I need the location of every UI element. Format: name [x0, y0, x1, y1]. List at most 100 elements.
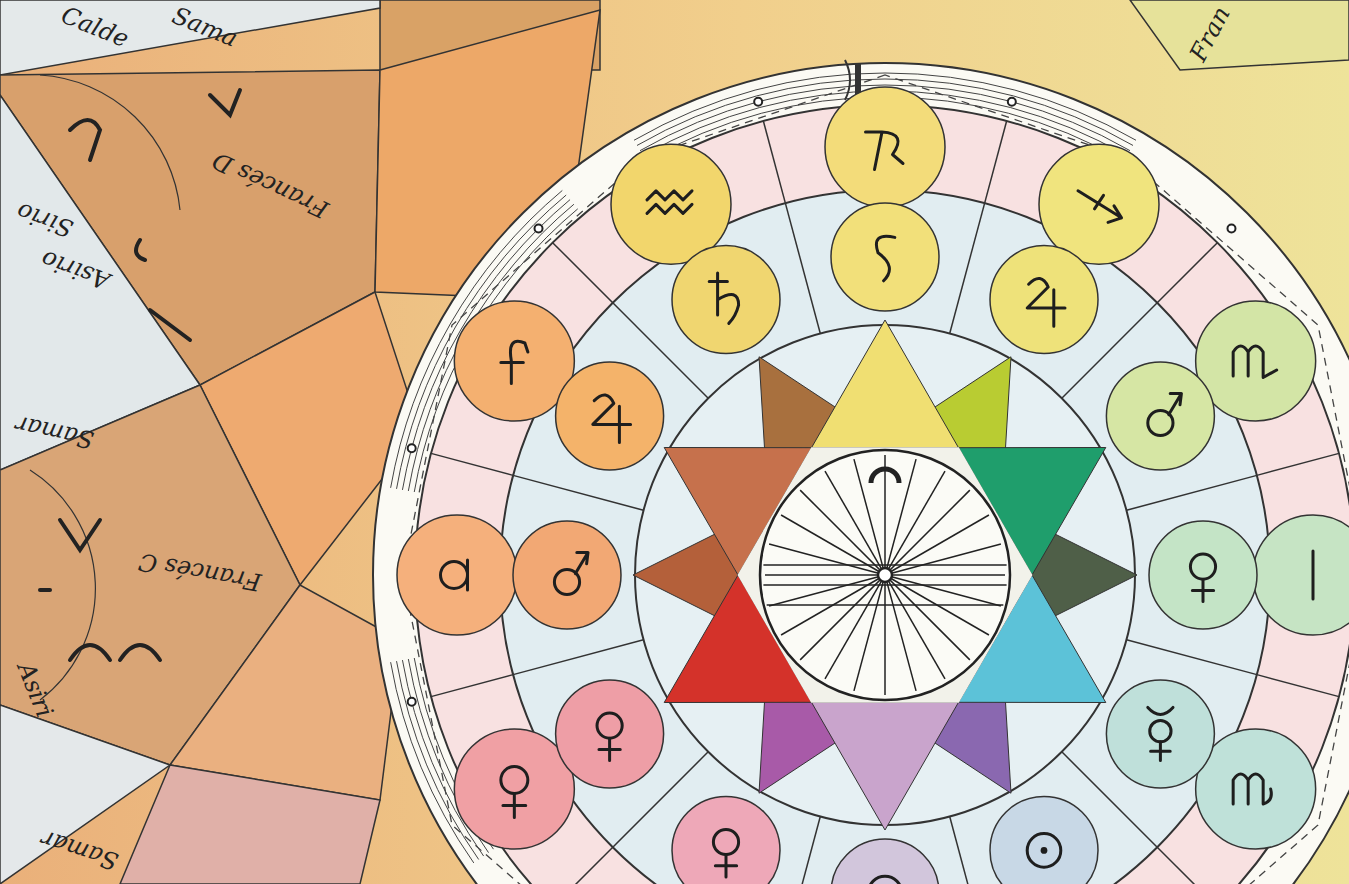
ring-divider — [785, 816, 820, 884]
planet-circle — [990, 246, 1098, 354]
handwritten-mark — [40, 588, 50, 592]
symbol-stroke — [876, 236, 894, 281]
handwritten-mark — [70, 120, 100, 160]
zodiac-circle — [1196, 729, 1316, 849]
ring-divider — [1126, 640, 1256, 675]
wheel-spoke — [769, 544, 1001, 606]
wheel-spoke — [800, 490, 970, 660]
zodiac-ring — [415, 105, 1349, 884]
star-kite — [120, 765, 380, 884]
symbol — [501, 341, 528, 383]
ring-divider — [553, 847, 613, 884]
wheel-hub — [878, 568, 892, 582]
note-dot — [1008, 98, 1016, 106]
ring-divider — [513, 475, 643, 510]
note-dot — [408, 698, 416, 706]
wheel-spoke — [781, 515, 989, 635]
handwritten-mark — [120, 645, 160, 660]
symbol-stroke — [1078, 191, 1122, 223]
planet-circle — [672, 796, 780, 884]
symbol — [868, 876, 902, 884]
symbol-stroke — [713, 829, 738, 854]
symbol-stroke — [441, 562, 468, 589]
zodiac-circle — [1253, 515, 1349, 635]
symbol — [1148, 707, 1173, 760]
ring-divider — [1257, 453, 1339, 475]
ring-divider — [553, 243, 613, 303]
symbol-stroke — [1027, 279, 1065, 327]
symbol-stroke — [868, 876, 902, 884]
handwritten-mark — [210, 90, 240, 115]
ring-divider — [950, 816, 985, 884]
planet-circle — [831, 203, 939, 311]
zodiac-circle — [1196, 301, 1316, 421]
symbol-stroke — [866, 132, 904, 170]
symbol-stroke — [597, 713, 622, 738]
clef — [845, 60, 850, 100]
ring-divider — [513, 640, 643, 675]
wheel-spoke — [825, 471, 945, 679]
symbol — [713, 829, 738, 877]
planet-circle — [556, 680, 664, 788]
note-dot — [535, 225, 543, 233]
wheel-line — [763, 564, 1006, 566]
symbol-stroke — [1312, 551, 1315, 599]
planet-circle — [1106, 362, 1214, 470]
symbol — [709, 273, 738, 323]
symbol-stroke — [1148, 707, 1173, 760]
symbol — [501, 767, 528, 818]
handwritten-mark — [150, 310, 190, 340]
star-point — [1130, 0, 1349, 70]
wheel-line — [763, 584, 1006, 586]
symbol-stroke — [647, 191, 692, 214]
planet-circle — [1106, 680, 1214, 788]
symbol-stroke — [1169, 394, 1182, 415]
wheel — [760, 450, 1010, 700]
symbol-stroke — [1192, 579, 1213, 601]
ring-divider — [763, 121, 785, 203]
star-point — [812, 320, 959, 448]
symbol — [1298, 551, 1328, 599]
symbol — [1027, 834, 1061, 868]
kite-arc — [30, 470, 95, 700]
symbol — [876, 236, 894, 281]
moon-mark — [871, 469, 899, 483]
planet-circle — [513, 521, 621, 629]
symbol — [441, 560, 468, 590]
planet-ring — [500, 190, 1270, 884]
note-dot — [408, 444, 416, 452]
planet-circle — [556, 362, 664, 470]
zodiac-circle — [454, 729, 574, 849]
symbol — [1027, 279, 1065, 327]
ring-divider — [431, 453, 513, 475]
note-dot — [1227, 225, 1235, 233]
wheel-spoke — [854, 459, 916, 691]
symbol-dot — [1041, 847, 1048, 854]
kite-arc — [40, 75, 180, 210]
symbol-stroke — [1027, 834, 1061, 868]
handwritten-mark — [60, 520, 100, 550]
zodiac-circle — [454, 301, 574, 421]
handwritten-mark — [70, 645, 110, 660]
symbol-stroke — [593, 395, 631, 443]
star-point — [812, 702, 959, 830]
planet-circle — [672, 246, 780, 354]
symbol-stroke — [1190, 554, 1215, 579]
planet-circle — [831, 839, 939, 884]
symbol — [1190, 554, 1215, 602]
symbol — [1148, 394, 1182, 436]
star-kite — [170, 585, 400, 800]
zodiac-circle — [825, 87, 945, 207]
planet-circle — [1149, 521, 1257, 629]
ring-divider — [950, 203, 985, 333]
zodiac-circle — [611, 144, 731, 264]
note-dot — [754, 98, 762, 106]
symbol — [1233, 774, 1271, 804]
outer-band — [373, 63, 1349, 884]
symbol-stroke — [599, 738, 620, 760]
star-kite — [0, 0, 380, 75]
star-centre — [738, 447, 1033, 702]
handwritten-mark — [136, 240, 145, 260]
symbol — [554, 553, 588, 595]
